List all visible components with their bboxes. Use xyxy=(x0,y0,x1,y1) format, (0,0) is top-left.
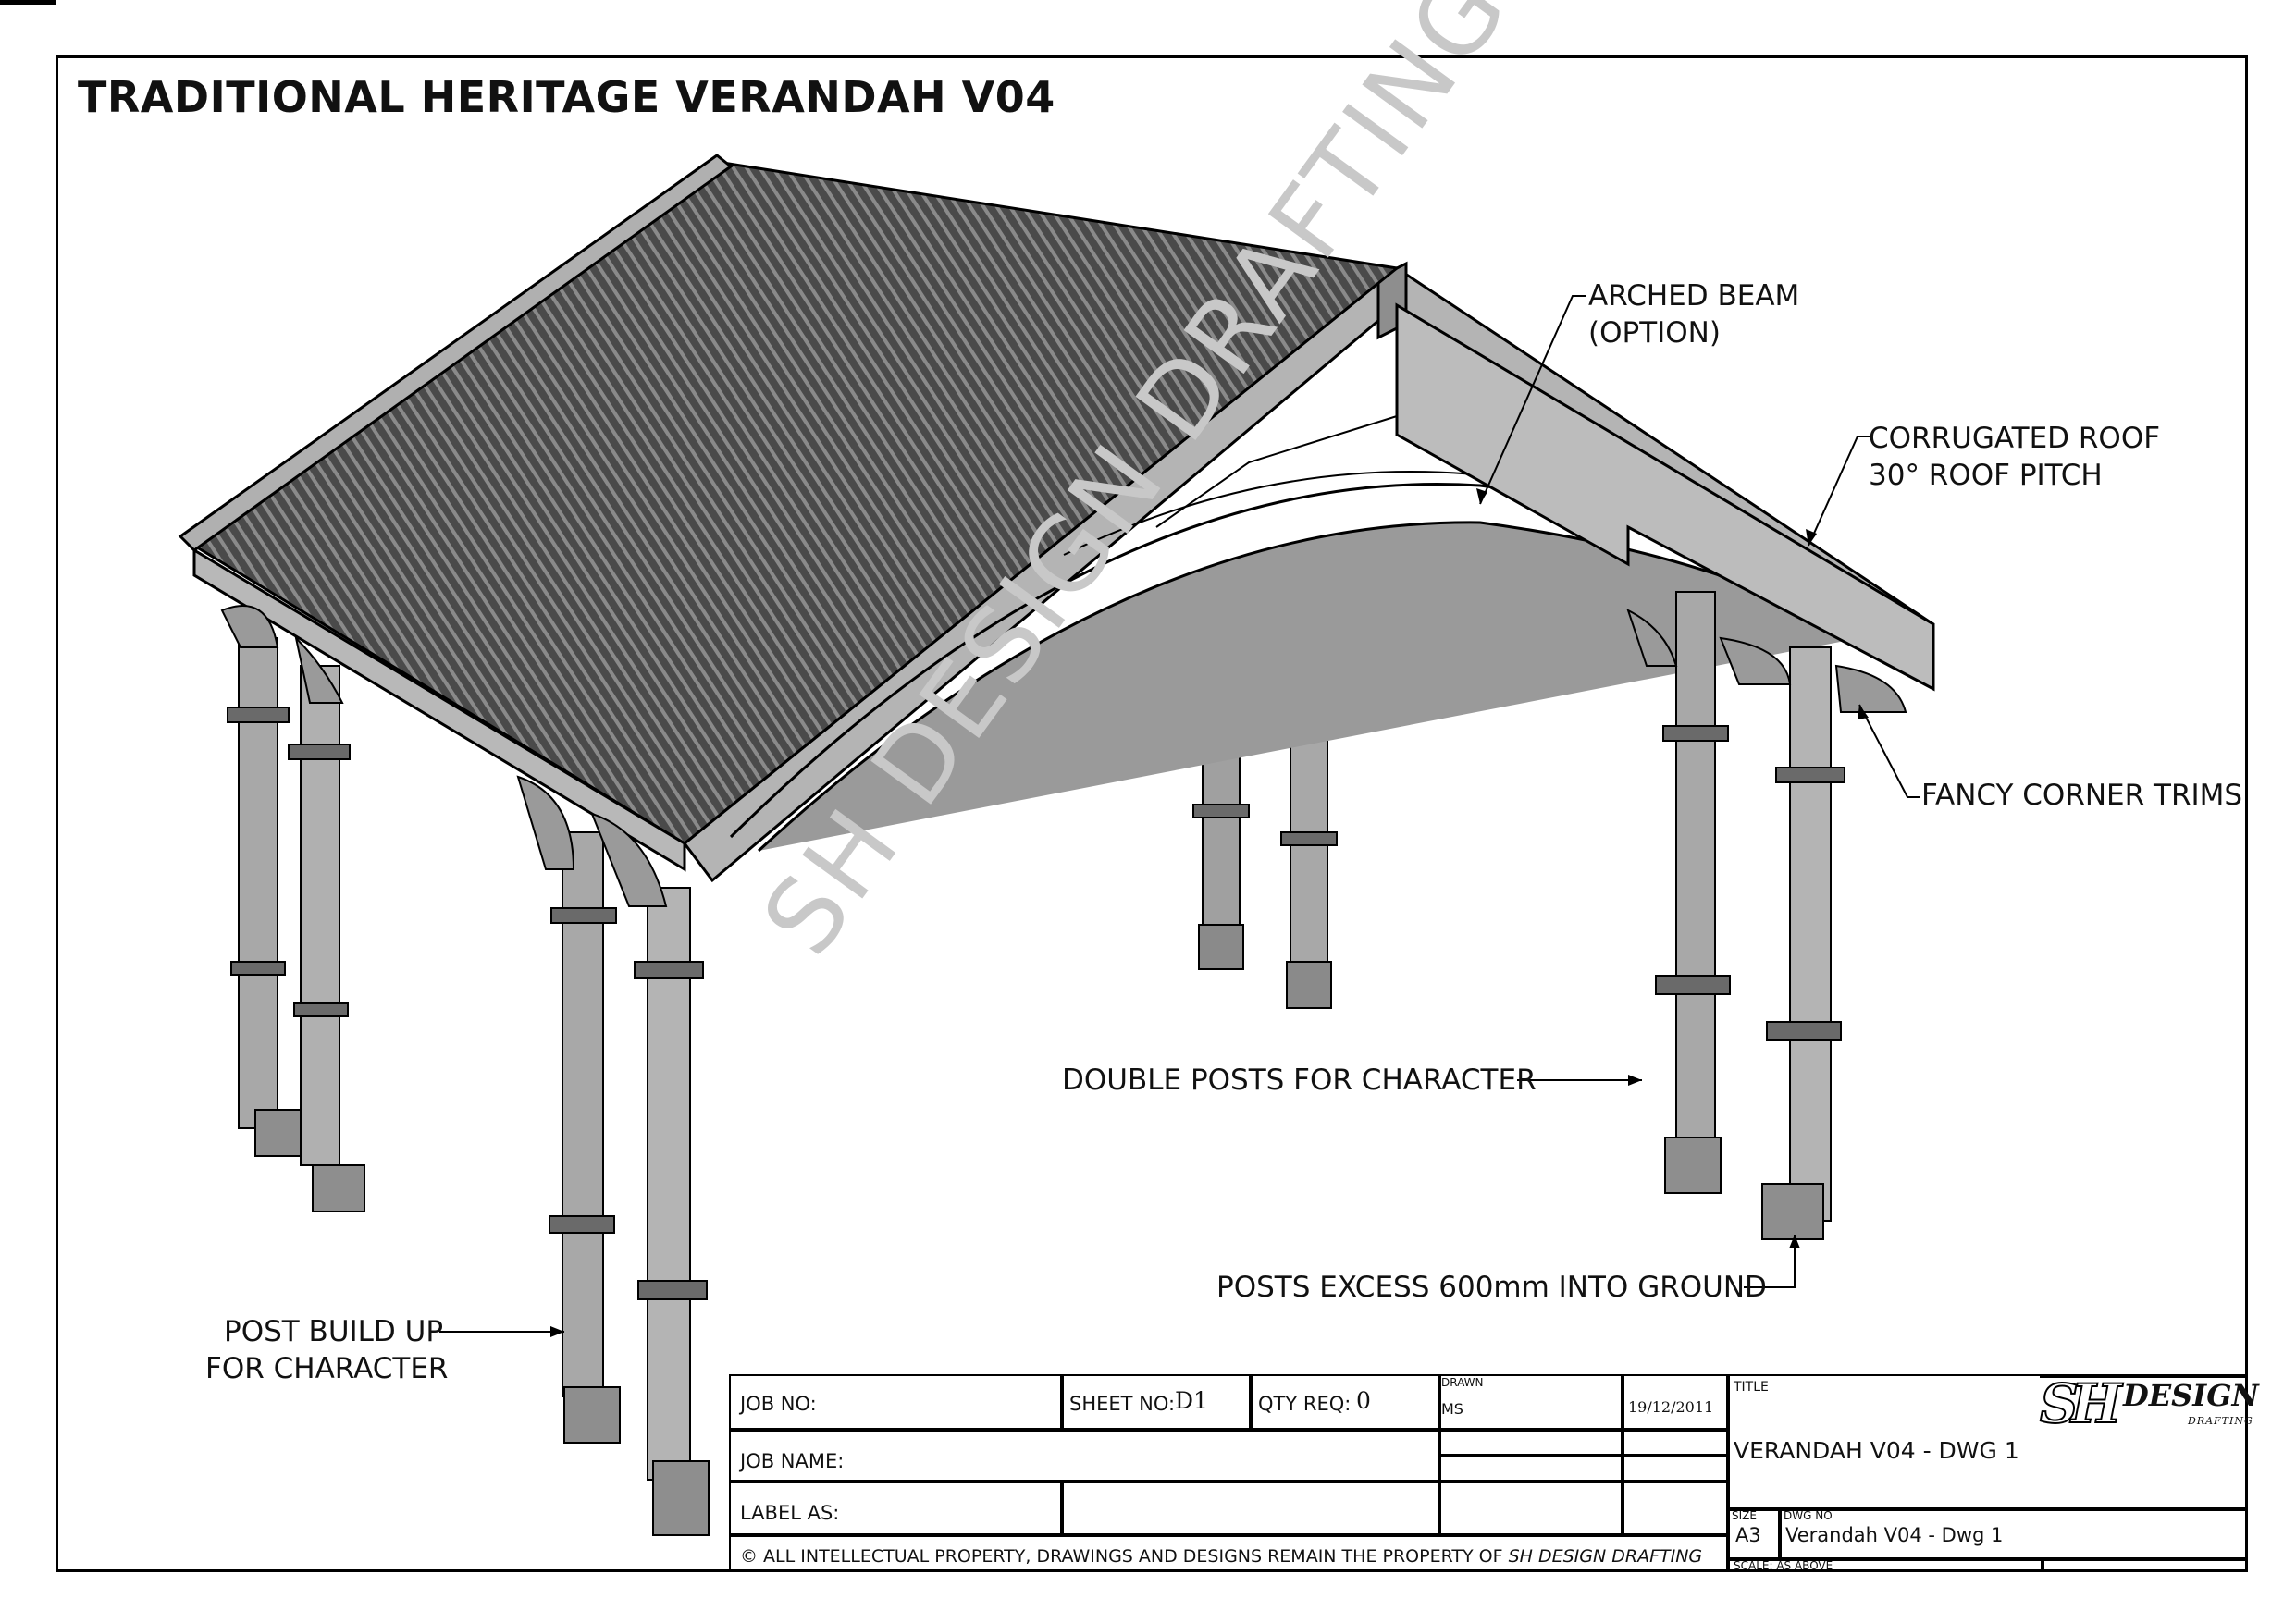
right-eave-beam xyxy=(1395,302,1935,692)
corrugated-roof xyxy=(178,154,1401,872)
size-label: SIZE xyxy=(1732,1509,1757,1522)
title-block-frame xyxy=(729,1374,2248,1572)
drawing-title: TRADITIONAL HERITAGE VERANDAH V04 xyxy=(78,72,1055,122)
far-post-left xyxy=(1192,591,1250,970)
scale-text: SCALE: AS ABOVE xyxy=(1734,1559,1833,1572)
tb-divider xyxy=(729,1428,1726,1432)
size-value: A3 xyxy=(1735,1524,1761,1546)
callout-double-posts: DOUBLE POSTS FOR CHARACTER xyxy=(1062,1064,1537,1097)
dwg-no-value: Verandah V04 - Dwg 1 xyxy=(1785,1524,2004,1546)
job-name-label: JOB NAME: xyxy=(740,1450,845,1472)
copyright-notice: © ALL INTELLECTUAL PROPERTY, DRAWINGS AN… xyxy=(740,1546,1702,1567)
right-brackets xyxy=(1626,609,1907,713)
front-left-post-1 xyxy=(227,637,310,1157)
qty-req-value: 0 xyxy=(1356,1387,1371,1414)
tb-divider xyxy=(1726,1557,2248,1561)
title-label: TITLE xyxy=(1734,1380,1769,1395)
leader-arrowheads xyxy=(550,488,1869,1337)
tb-divider xyxy=(1060,1480,1064,1533)
tb-divider xyxy=(1726,1507,2248,1511)
tb-divider xyxy=(2040,1374,2248,1378)
sh-design-logo: SH DESIGN DRAFTING xyxy=(2039,1371,2259,1436)
logo-mark: SH xyxy=(2039,1371,2123,1436)
leader-lines xyxy=(439,295,1920,1333)
callout-arched-beam-line2: (OPTION) xyxy=(1588,316,1721,350)
logo-sub: DRAFTING xyxy=(2188,1415,2253,1427)
corner-mark xyxy=(0,0,56,5)
copyright-owner: SH DESIGN DRAFTING xyxy=(1508,1546,1703,1567)
logo-word: DESIGN xyxy=(2123,1378,2259,1413)
front-center-post-2 xyxy=(634,887,710,1536)
front-left-brackets xyxy=(220,605,344,704)
callout-post-build-up-line1: POST BUILD UP xyxy=(224,1315,444,1348)
qty-req-label: QTY REQ: xyxy=(1258,1393,1352,1415)
tb-divider xyxy=(1438,1454,1726,1457)
callout-posts-excess: POSTS EXCESS 600mm INTO GROUND xyxy=(1216,1271,1767,1304)
drawing-date: 19/12/2011 xyxy=(1628,1398,1714,1416)
callout-arched-beam-line1: ARCHED BEAM xyxy=(1588,279,1800,313)
sheet-no-label: SHEET NO: xyxy=(1069,1393,1176,1415)
front-left-post-2 xyxy=(288,665,365,1212)
title-value: VERANDAH V04 - DWG 1 xyxy=(1734,1437,2019,1464)
right-post-1 xyxy=(1655,591,1731,1194)
tb-divider xyxy=(1726,1374,1730,1572)
callout-post-build-up-line2: FOR CHARACTER xyxy=(205,1352,449,1385)
tb-divider xyxy=(729,1533,1726,1537)
copyright-prefix: © ALL INTELLECTUAL PROPERTY, DRAWINGS AN… xyxy=(740,1546,1509,1567)
callout-corner-trims: FANCY CORNER TRIMS xyxy=(1921,779,2243,812)
front-center-post-1 xyxy=(549,831,621,1444)
tb-divider xyxy=(1778,1507,1782,1557)
job-no-label: JOB NO: xyxy=(740,1393,817,1415)
tb-divider xyxy=(1249,1374,1253,1428)
drawn-label: DRAWN xyxy=(1441,1376,1484,1389)
callout-roof-line1: CORRUGATED ROOF xyxy=(1869,422,2161,455)
sheet-no-value: D1 xyxy=(1175,1387,1208,1414)
front-center-brackets xyxy=(516,775,668,907)
label-as-label: LABEL AS: xyxy=(740,1502,840,1524)
tb-divider xyxy=(1060,1374,1064,1428)
right-post-2 xyxy=(1761,646,1845,1240)
dwg-no-label: DWG NO xyxy=(1784,1509,1833,1522)
callout-roof-line2: 30° ROOF PITCH xyxy=(1869,459,2103,492)
tb-divider xyxy=(729,1480,1726,1483)
drawn-value: MS xyxy=(1441,1400,1463,1418)
